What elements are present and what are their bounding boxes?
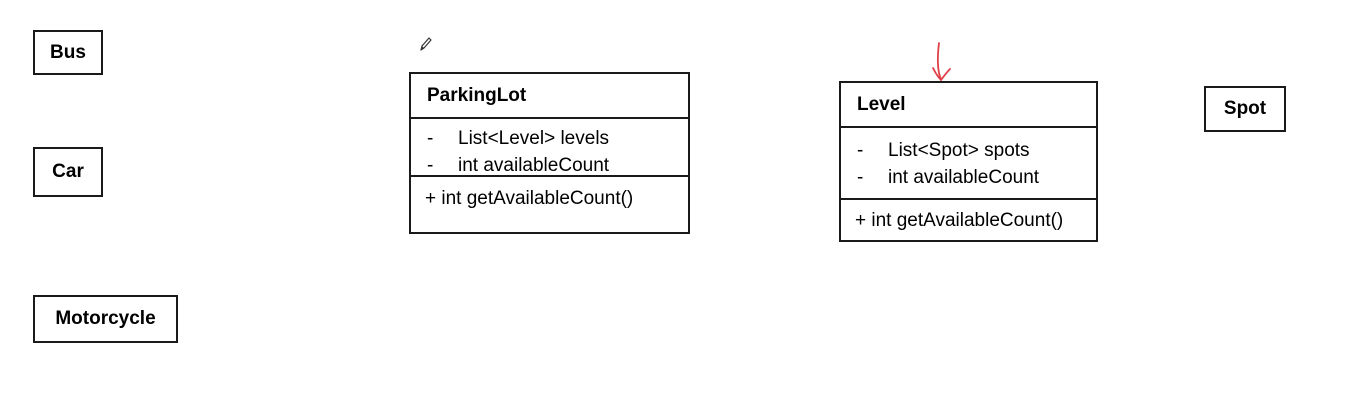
attribute-row: - List<Spot> spots bbox=[857, 137, 1080, 164]
car-class-label: Car bbox=[52, 161, 84, 182]
pen-arrow-stroke bbox=[936, 42, 942, 81]
attribute-text: int availableCount bbox=[458, 155, 610, 176]
spot-class-box: Spot bbox=[1204, 86, 1286, 132]
visibility-marker: - bbox=[857, 140, 864, 161]
attribute-text: List<Spot> spots bbox=[888, 140, 1030, 161]
pen-arrow-head bbox=[932, 67, 951, 81]
level-methods: + int getAvailableCount() bbox=[841, 200, 1096, 242]
level-class-box: Level - List<Spot> spots - int available… bbox=[839, 81, 1098, 242]
bus-class-box: Bus bbox=[33, 30, 103, 75]
visibility-marker: - bbox=[857, 167, 864, 188]
bus-class-label: Bus bbox=[50, 41, 86, 63]
visibility-marker: - bbox=[427, 155, 434, 176]
attribute-row: - int availableCount bbox=[427, 152, 672, 179]
pen-arrow-mark bbox=[932, 42, 951, 81]
parkinglot-methods: + int getAvailableCount() bbox=[411, 177, 688, 220]
parkinglot-class-box: ParkingLot - List<Level> levels - int av… bbox=[409, 72, 690, 234]
motorcycle-class-label: Motorcycle bbox=[55, 308, 156, 329]
attribute-row: - int availableCount bbox=[857, 164, 1080, 191]
attribute-text: int availableCount bbox=[888, 167, 1040, 188]
parkinglot-attributes: - List<Level> levels - int availableCoun… bbox=[411, 119, 688, 177]
level-class-title: Level bbox=[841, 83, 1096, 128]
visibility-marker: - bbox=[427, 128, 434, 149]
attribute-row: - List<Level> levels bbox=[427, 125, 672, 152]
motorcycle-class-box: Motorcycle bbox=[33, 295, 178, 343]
attribute-text: List<Level> levels bbox=[458, 128, 610, 149]
level-class-name: Level bbox=[857, 93, 906, 115]
car-class-box: Car bbox=[33, 147, 103, 197]
parkinglot-class-name: ParkingLot bbox=[427, 84, 527, 106]
spot-class-label: Spot bbox=[1223, 98, 1267, 119]
method-text: + int getAvailableCount() bbox=[425, 187, 634, 209]
method-text: + int getAvailableCount() bbox=[855, 210, 1064, 231]
level-attributes: - List<Spot> spots - int availableCount bbox=[841, 128, 1096, 200]
pencil-icon bbox=[420, 37, 432, 51]
parkinglot-class-title: ParkingLot bbox=[411, 74, 688, 119]
